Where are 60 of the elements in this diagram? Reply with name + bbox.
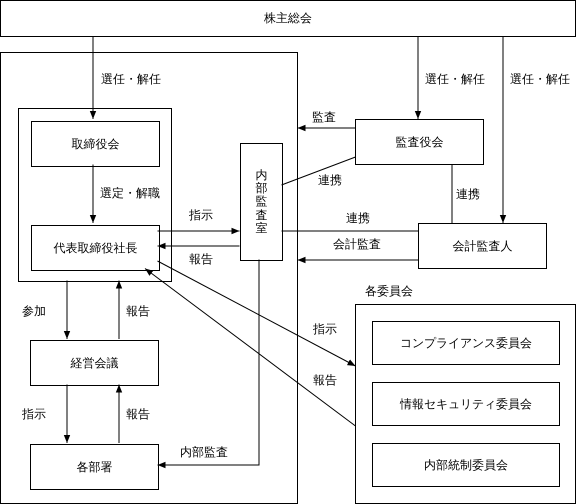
edge-label: 連携 [318, 173, 342, 188]
box-label: 各部署 [76, 460, 112, 474]
org-box [30, 340, 159, 386]
edge-label: 指示 [22, 407, 46, 422]
arrow [414, 36, 422, 120]
connector-line [281, 230, 419, 232]
group-frame [0, 52, 298, 504]
edge-label: 連携 [456, 187, 480, 202]
group-heading: 各委員会 [365, 283, 413, 299]
arrow [297, 256, 419, 264]
box-label: 情報セキュリティ委員会 [400, 396, 532, 412]
edge-label: 選定・解職 [100, 186, 160, 201]
arrow [157, 228, 240, 234]
box-label: 代表取締役社長 [54, 240, 138, 256]
edge-label: 監査 [312, 110, 336, 125]
box-label: コンプライアンス委員会 [400, 336, 532, 350]
box-label: 監査役会 [396, 134, 444, 150]
edge-label: 指示 [313, 322, 337, 337]
arrow [144, 268, 356, 426]
arrow [157, 260, 356, 366]
arrow [116, 384, 122, 444]
org-box [372, 321, 560, 365]
edge-label: 内部監査 [180, 445, 228, 460]
edge-label: 参加 [22, 304, 46, 319]
edge-label: 選任・解任 [425, 72, 485, 87]
edge-label: 報告 [313, 373, 337, 388]
org-box [31, 225, 160, 271]
arrow [157, 242, 240, 250]
edge-label: 報告 [189, 252, 213, 267]
edge-label: 報告 [126, 304, 150, 319]
arrow [64, 384, 70, 444]
edge-label: 選任・解任 [101, 72, 161, 87]
box-label: 取締役会 [72, 136, 120, 152]
edge-label: 選任・解任 [510, 72, 570, 87]
org-box [30, 444, 159, 490]
org-box [418, 223, 547, 269]
org-box [355, 119, 484, 165]
arrow [500, 36, 506, 224]
box-label: 内部統制委員会 [424, 458, 508, 472]
org-box [372, 382, 560, 426]
connector-line [281, 156, 356, 186]
group-frame [18, 108, 172, 282]
department-box [240, 143, 283, 261]
arrow [90, 36, 96, 120]
edge-label: 指示 [189, 208, 213, 223]
arrow [157, 259, 260, 468]
box-label: 株主総会 [264, 11, 312, 26]
box-label: 経営会議 [70, 356, 118, 370]
arrow [297, 124, 356, 132]
org-box [0, 0, 576, 37]
box-label: 会計監査人 [452, 238, 512, 254]
arrow [90, 164, 96, 224]
org-box [31, 121, 160, 167]
arrow [116, 280, 122, 340]
edge-label: 連携 [346, 211, 370, 226]
box-label: 内部監査室 [256, 169, 268, 235]
edge-label: 報告 [126, 407, 150, 422]
arrow [64, 280, 70, 340]
edge-label: 会計監査 [333, 237, 381, 252]
org-box [372, 443, 560, 487]
